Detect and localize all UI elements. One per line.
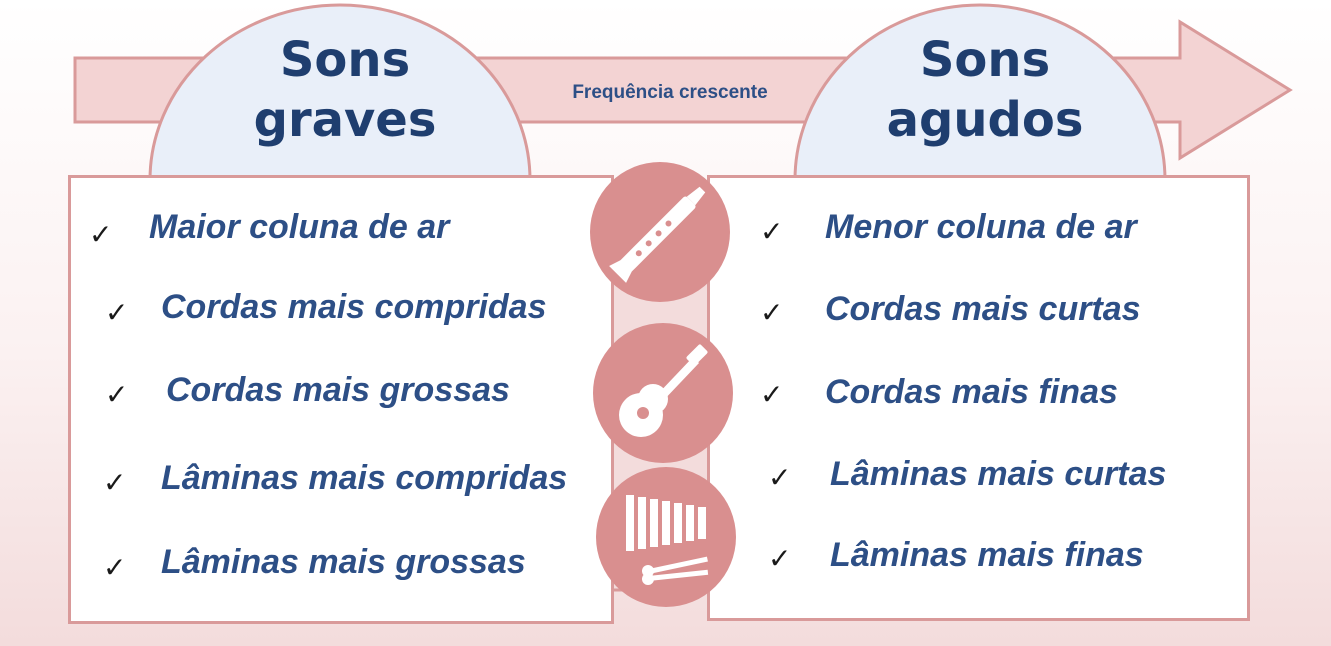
check-icon: ✓ [103,466,127,499]
check-icon: ✓ [89,218,113,251]
check-icon: ✓ [760,215,784,248]
list-item: Cordas mais compridas [161,288,547,326]
check-icon: ✓ [760,378,784,411]
heading-low-line1: Sons [279,32,411,88]
list-item: Cordas mais finas [825,373,1118,411]
list-item: Maior coluna de ar [149,208,450,246]
list-item: Cordas mais curtas [825,290,1141,328]
list-item: Menor coluna de ar [825,208,1137,246]
list-item: Cordas mais grossas [166,371,510,409]
list-item: Lâminas mais curtas [830,455,1167,493]
ukulele-icon [593,323,733,463]
right-dome [793,3,1167,182]
clarinet-icon [590,162,730,302]
high-sounds-panel: ✓ Menor coluna de ar ✓ Cordas mais curta… [707,175,1250,621]
check-icon: ✓ [103,551,127,584]
heading-low-sounds: Sons graves [200,36,490,144]
check-icon: ✓ [768,461,792,494]
check-icon: ✓ [768,542,792,575]
frequency-label: Frequência crescente [572,82,768,103]
check-icon: ✓ [105,378,129,411]
low-sounds-panel: ✓ Maior coluna de ar ✓ Cordas mais compr… [68,175,614,624]
check-icon: ✓ [105,296,129,329]
xylophone-icon [596,467,736,607]
left-dome [148,3,532,182]
list-item: Lâminas mais grossas [161,543,526,581]
heading-low-line2: graves [253,92,437,148]
heading-high-line2: agudos [886,92,1084,148]
heading-high-line1: Sons [919,32,1051,88]
check-icon: ✓ [760,296,784,329]
list-item: Lâminas mais compridas [161,459,568,497]
list-item: Lâminas mais finas [830,536,1144,574]
heading-high-sounds: Sons agudos [840,36,1130,144]
